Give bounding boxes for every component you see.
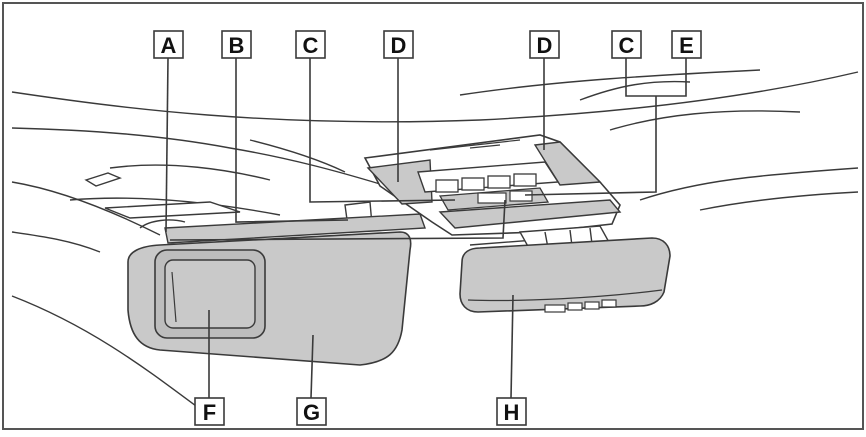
- visor-arm: [164, 213, 426, 244]
- leader-console-down: [169, 199, 506, 241]
- callout-labels: A B C D D C E F: [153, 30, 702, 426]
- label-h: H: [504, 400, 520, 425]
- overhead-console: [363, 134, 622, 236]
- rear-view-mirror: [459, 237, 671, 313]
- leader-b: [235, 58, 349, 223]
- leader-a: [165, 57, 169, 233]
- label-g: G: [303, 400, 320, 425]
- label-d1-box: D: [383, 30, 414, 59]
- label-f-box: F: [194, 397, 225, 426]
- map-lamp-left: [366, 159, 433, 205]
- label-d1: D: [391, 33, 407, 58]
- label-d2-box: D: [529, 30, 560, 59]
- label-c1: C: [303, 33, 319, 58]
- headliner-sketch: [11, 69, 859, 421]
- label-a-box: A: [153, 30, 184, 59]
- small-lamp: [84, 172, 122, 187]
- leader-c1: [309, 58, 456, 203]
- label-b: B: [229, 33, 245, 58]
- label-b-box: B: [221, 30, 252, 59]
- label-c1-box: C: [295, 30, 326, 59]
- label-h-box: H: [496, 397, 527, 426]
- label-c2: C: [619, 33, 635, 58]
- label-g-box: G: [296, 397, 327, 426]
- label-a: A: [161, 33, 177, 58]
- leader-e: [524, 96, 657, 196]
- label-f: F: [203, 400, 216, 425]
- leader-h: [510, 294, 514, 399]
- vanity-mirror: [164, 259, 256, 329]
- label-e: E: [679, 33, 694, 58]
- leader-lines: [165, 57, 687, 399]
- label-e-box: E: [671, 30, 702, 59]
- label-d2: D: [537, 33, 553, 58]
- label-c2-box: C: [611, 30, 642, 59]
- leader-g: [310, 334, 314, 399]
- mirror-buttons: [544, 299, 617, 313]
